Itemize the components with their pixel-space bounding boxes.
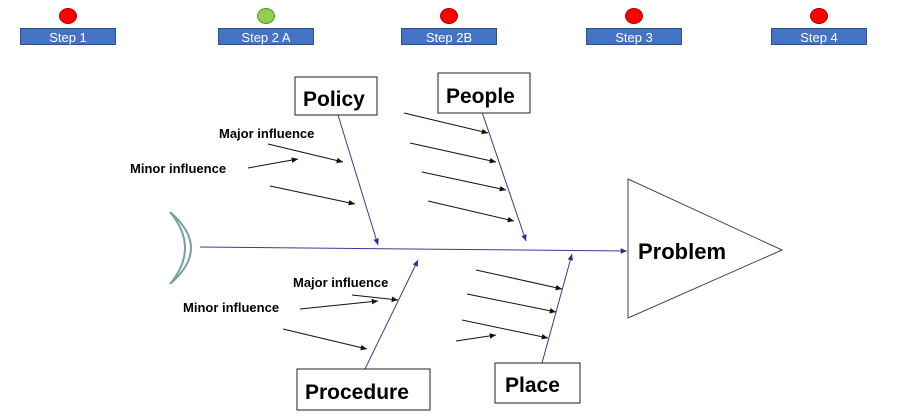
people-cause-arrow-4: [427, 200, 515, 223]
people-box[interactable]: [437, 72, 531, 114]
procedure-bone: [364, 259, 419, 370]
step-2a-label: Step 2 A: [218, 28, 314, 45]
people-label: People: [446, 85, 515, 108]
procedure-label: Procedure: [305, 381, 409, 404]
step-2b-status-dot: [440, 8, 458, 24]
policy-label: Policy: [303, 88, 365, 111]
bottom-minor-influence-label: Minor influence: [183, 300, 279, 315]
procedure-cause-arrow: [282, 328, 368, 351]
people-cause-arrow-1: [403, 112, 489, 135]
top-major-influence-label: Major influence: [219, 126, 314, 141]
place-label: Place: [505, 374, 560, 397]
policy-cause-arrow: [269, 185, 356, 206]
people-cause-arrow-3: [421, 171, 507, 192]
place-box[interactable]: [494, 362, 581, 404]
top-minor-influence-label: Minor influence: [130, 161, 226, 176]
steps-bar: Step 1 Step 2 A Step 2B Step 3 Step 4: [0, 0, 900, 50]
place-cause-arrow-1: [475, 269, 563, 291]
step-2b[interactable]: Step 2B: [401, 8, 497, 48]
step-3-label: Step 3: [586, 28, 682, 45]
place-bone: [541, 253, 574, 364]
step-2a-status-dot: [257, 8, 275, 24]
step-2b-label: Step 2B: [401, 28, 497, 45]
policy-minor-arrow: [247, 157, 299, 169]
policy-bone: [337, 114, 379, 246]
spine-line: [199, 246, 628, 254]
procedure-minor-arrow: [299, 298, 379, 310]
place-cause-arrow-2: [466, 293, 557, 314]
procedure-major-arrow: [351, 294, 399, 303]
problem-label: Problem: [638, 239, 726, 264]
step-4-label: Step 4: [771, 28, 867, 45]
bottom-major-influence-label: Major influence: [293, 275, 388, 290]
people-bone: [481, 111, 527, 242]
step-3[interactable]: Step 3: [586, 8, 682, 48]
procedure-box[interactable]: [296, 368, 431, 411]
fish-tail-shape: [169, 211, 192, 285]
place-cause-arrow-4: [455, 333, 497, 342]
place-cause-arrow-3: [461, 319, 549, 340]
step-4[interactable]: Step 4: [771, 8, 867, 48]
step-1[interactable]: Step 1: [20, 8, 116, 48]
policy-major-arrow: [267, 143, 344, 164]
step-4-status-dot: [810, 8, 828, 24]
problem-head-shape: [627, 178, 784, 319]
step-1-label: Step 1: [20, 28, 116, 45]
step-2a[interactable]: Step 2 A: [218, 8, 314, 48]
policy-box[interactable]: [294, 76, 378, 116]
people-cause-arrow-2: [409, 142, 497, 164]
step-3-status-dot: [625, 8, 643, 24]
step-1-status-dot: [59, 8, 77, 24]
